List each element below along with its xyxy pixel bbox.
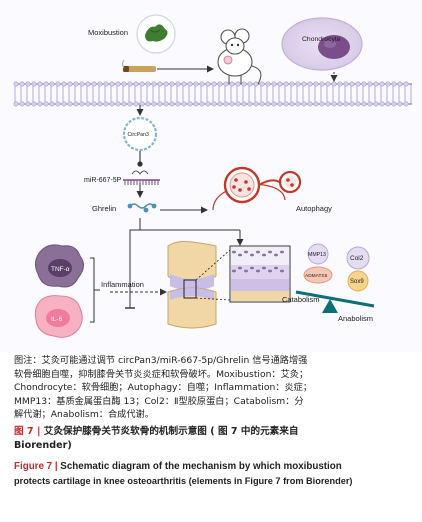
mmp13-protein [307, 243, 329, 265]
tnf-alpha-cell [34, 244, 84, 288]
label-sox9: Sox9 [350, 279, 364, 285]
moxa-stick-icon [122, 59, 156, 72]
label-tnf: TNF-α [51, 266, 70, 273]
caption-en-line1: Schematic diagram of the mechanism by wh… [60, 461, 342, 472]
note-line: MMP13：基质金属蛋白酶 13；Col2：Ⅱ型胶原蛋白；Catabolism：… [14, 395, 304, 407]
sox9-protein [347, 270, 369, 292]
label-circpan3: CircPan3 [128, 132, 149, 138]
moxibustion-herb-icon [136, 14, 176, 54]
cytokine-bracket [90, 257, 100, 323]
cartilage-zoom-panel [229, 245, 291, 303]
label-adamts5: ADMATS5 [305, 273, 328, 279]
caption-cn-label: 图 7 [14, 426, 34, 437]
label-chondrocyte: Chondrocyte [302, 36, 341, 43]
label-anabolism: Anabolism [338, 314, 373, 323]
label-catabolism: Catabolism [282, 295, 320, 304]
ghrelin-molecule-icon [127, 203, 157, 213]
label-moxibustion: Moxibustion [88, 28, 128, 37]
label-col2: Col2 [350, 255, 364, 262]
autophagy-cargo-dots [232, 178, 294, 192]
cell-membrane [13, 81, 412, 107]
chondrocyte-cell [281, 17, 363, 71]
mouse-icon [217, 28, 262, 85]
caption-en-line2: protects cartilage in knee osteoarthriti… [14, 476, 353, 486]
zoom-line-bottom [195, 297, 231, 301]
label-inflammation: Inflammation [101, 280, 144, 289]
autophagy-icon [212, 166, 302, 211]
label-autophagy: Autophagy [296, 204, 332, 213]
ghrelin-inhibit-path [129, 218, 141, 308]
label-mmp13: MMP13 [308, 252, 326, 258]
note-line: 软骨细胞自噬，抑制膝骨关节炎炎症和软骨破坏。Moxibustion：艾灸； [14, 368, 309, 380]
balance-scale [295, 290, 375, 313]
adamts5-protein [303, 266, 333, 284]
note-line: 图注：艾灸可能通过调节 circPan3/miR-667-5p/Ghrelin … [14, 355, 308, 366]
caption-cn-line2: Biorender) [14, 440, 72, 451]
il6-cell [34, 295, 83, 338]
mechanism-figure: Moxibustion Chondrocyte CircPan3 miR-667… [13, 14, 412, 338]
caption-en-label: Figure 7 [14, 461, 53, 472]
note-line: Chondrocyte：软骨细胞；Autophagy：自噬；Inflammati… [14, 382, 313, 394]
label-mir: miR-667-5P [84, 177, 122, 184]
label-ghrelin: Ghrelin [92, 204, 116, 213]
circpan3-sponge-dot [137, 161, 143, 167]
circpan3-ring [122, 116, 158, 152]
zoom-line-top [195, 249, 231, 281]
mirna-hairpin-icon [131, 170, 149, 175]
caption-chinese: 图 7 | 艾灸保护膝骨关节炎软骨的机制示意图 ( 图 7 中的元素来自 Bio… [14, 425, 412, 453]
knee-joint-illustration [167, 241, 217, 329]
mirna-strand [123, 179, 160, 185]
caption-english: Figure 7 | Schematic diagram of the mech… [14, 460, 412, 488]
caption-cn-line1: 艾灸保护膝骨关节炎软骨的机制示意图 ( 图 7 中的元素来自 [43, 426, 299, 437]
label-il6: IL-6 [51, 316, 63, 323]
col2-protein [346, 246, 370, 270]
note-line: 解代谢；Anabolism：合成代谢。 [14, 409, 154, 421]
figure-note: 图注：艾灸可能通过调节 circPan3/miR-667-5p/Ghrelin … [14, 354, 412, 422]
